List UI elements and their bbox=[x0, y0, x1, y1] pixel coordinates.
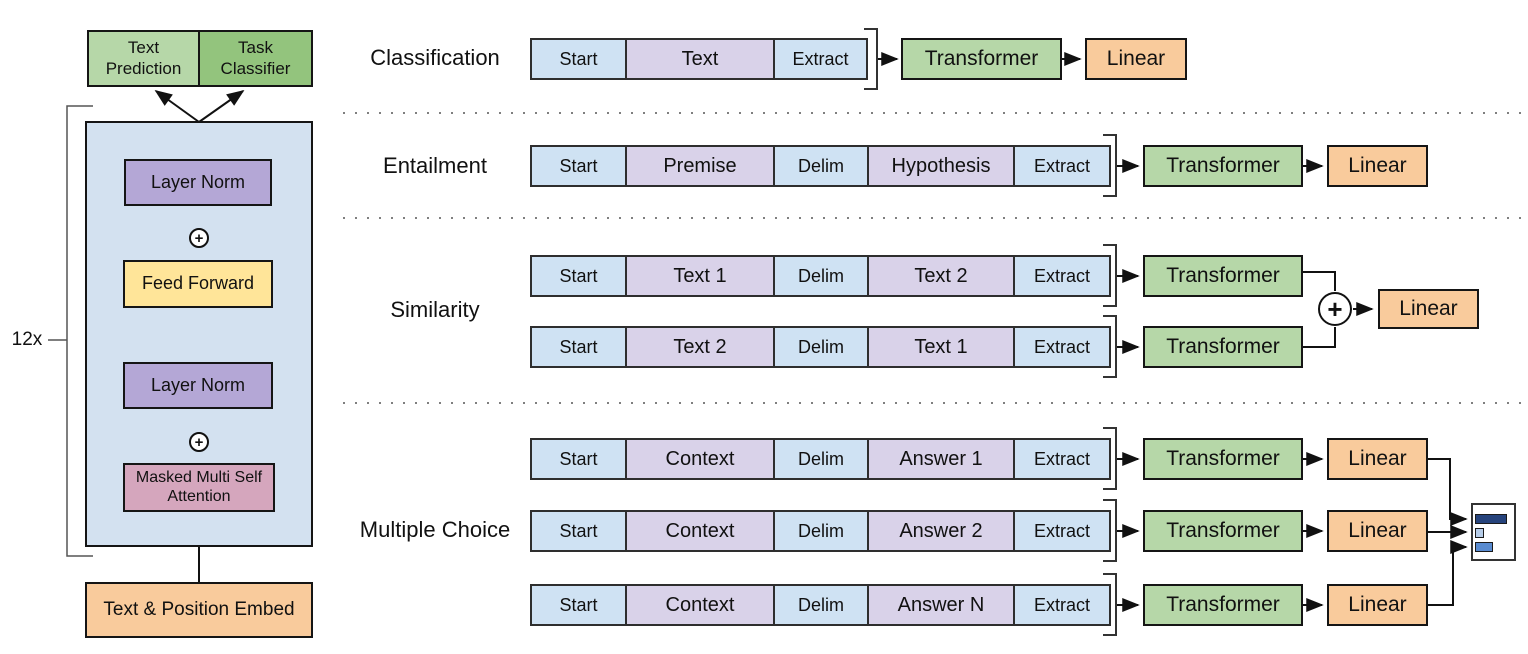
feed-forward-block: Feed Forward bbox=[123, 260, 273, 308]
seq-cell-text2: Text 2 bbox=[625, 326, 775, 368]
seq-cell-extract: Extract bbox=[1013, 326, 1111, 368]
seq-cell-premise: Premise bbox=[625, 145, 775, 187]
seq-cell-text2: Text 2 bbox=[867, 255, 1015, 297]
linear-head-box: Linear bbox=[1327, 510, 1428, 552]
transformer-box: Transformer bbox=[1143, 255, 1303, 297]
seq-cell-delim: Delim bbox=[773, 255, 869, 297]
seq-cell-extract: Extract bbox=[1013, 255, 1111, 297]
score-bar-answer1 bbox=[1475, 514, 1507, 524]
task-flow-arrows bbox=[878, 52, 1468, 612]
seq-cell-start: Start bbox=[530, 38, 627, 80]
seq-cell-start: Start bbox=[530, 438, 627, 480]
repeat-bracket bbox=[48, 105, 93, 557]
repeat-count-label: 12x bbox=[11, 329, 43, 350]
seq-cell-extract: Extract bbox=[1013, 438, 1111, 480]
seq-cell-delim: Delim bbox=[773, 438, 869, 480]
extract-brackets bbox=[864, 28, 1117, 636]
seq-cell-answerN: Answer N bbox=[867, 584, 1015, 626]
seq-cell-hypothesis: Hypothesis bbox=[867, 145, 1015, 187]
text-position-embed-block: Text & Position Embed bbox=[85, 582, 313, 638]
seq-cell-text1: Text 1 bbox=[867, 326, 1015, 368]
seq-cell-answer1: Answer 1 bbox=[867, 438, 1015, 480]
seq-cell-text: Text bbox=[625, 38, 775, 80]
task-label-similarity: Similarity bbox=[390, 297, 480, 322]
seq-cell-start: Start bbox=[530, 584, 627, 626]
task-label-classification: Classification bbox=[370, 45, 500, 70]
seq-cell-context: Context bbox=[625, 584, 775, 626]
seq-cell-context: Context bbox=[625, 438, 775, 480]
seq-cell-delim: Delim bbox=[773, 510, 869, 552]
score-distribution-box bbox=[1471, 503, 1516, 561]
linear-head-box: Linear bbox=[1085, 38, 1187, 80]
score-bar-answerN bbox=[1475, 542, 1493, 552]
seq-cell-start: Start bbox=[530, 145, 627, 187]
seq-cell-delim: Delim bbox=[773, 145, 869, 187]
transformer-box: Transformer bbox=[1143, 145, 1303, 187]
layer-norm-top: Layer Norm bbox=[124, 159, 272, 206]
linear-head-box: Linear bbox=[1327, 438, 1428, 480]
masked-self-attention-block: Masked Multi Self Attention bbox=[123, 463, 275, 512]
seq-cell-delim: Delim bbox=[773, 584, 869, 626]
transformer-box: Transformer bbox=[1143, 510, 1303, 552]
task-label-entailment: Entailment bbox=[383, 153, 487, 178]
seq-cell-text1: Text 1 bbox=[625, 255, 775, 297]
layer-norm-bottom: Layer Norm bbox=[123, 362, 273, 409]
linear-head-box: Linear bbox=[1327, 584, 1428, 626]
seq-cell-start: Start bbox=[530, 326, 627, 368]
score-bar-answer2 bbox=[1475, 528, 1484, 538]
seq-cell-extract: Extract bbox=[1013, 510, 1111, 552]
transformer-box: Transformer bbox=[1143, 584, 1303, 626]
seq-cell-start: Start bbox=[530, 255, 627, 297]
seq-cell-context: Context bbox=[625, 510, 775, 552]
task-classifier-head: Task Classifier bbox=[198, 30, 313, 87]
text-prediction-head: Text Prediction bbox=[87, 30, 200, 87]
seq-cell-extract: Extract bbox=[773, 38, 868, 80]
residual-add-icon: + bbox=[189, 432, 209, 452]
linear-head-box: Linear bbox=[1327, 145, 1428, 187]
task-label-multiple-choice: Multiple Choice bbox=[359, 517, 511, 542]
seq-cell-extract: Extract bbox=[1013, 584, 1111, 626]
transformer-box: Transformer bbox=[1143, 438, 1303, 480]
transformer-box: Transformer bbox=[901, 38, 1062, 80]
residual-add-icon: + bbox=[189, 228, 209, 248]
seq-cell-answer2: Answer 2 bbox=[867, 510, 1015, 552]
transformer-box: Transformer bbox=[1143, 326, 1303, 368]
seq-cell-delim: Delim bbox=[773, 326, 869, 368]
combine-add-icon: + bbox=[1318, 292, 1352, 326]
seq-cell-extract: Extract bbox=[1013, 145, 1111, 187]
seq-cell-start: Start bbox=[530, 510, 627, 552]
linear-head-box: Linear bbox=[1378, 289, 1479, 329]
